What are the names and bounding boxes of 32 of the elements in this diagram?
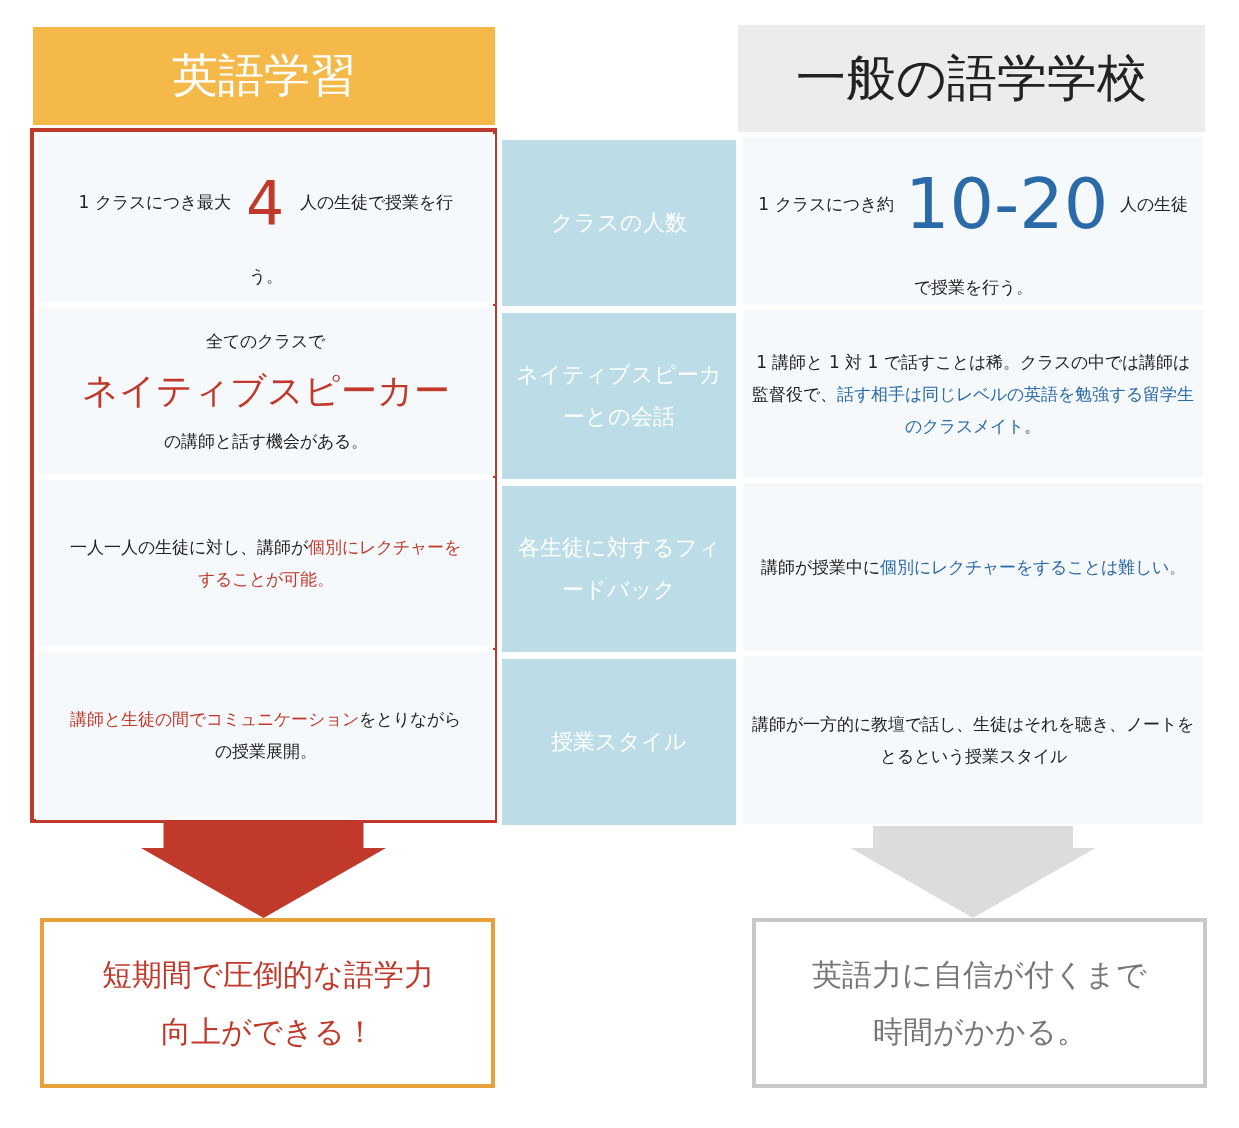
result-box <box>40 918 495 1088</box>
column-header <box>33 27 495 125</box>
highlight-text: ネイティブスピーカー <box>81 368 450 413</box>
category-cell <box>500 484 738 654</box>
cell-text: 全てのクラスで <box>206 329 325 353</box>
result-box <box>752 918 1207 1088</box>
table-cell <box>36 306 495 476</box>
cell-text: 一人一人の生徒に対し、講師が個別にレクチャーをすることが可能。 <box>69 535 462 591</box>
table-cell <box>36 650 495 820</box>
comparison-column <box>30 128 497 823</box>
cell-text: 英語学習 <box>172 47 356 105</box>
cell-text: 講師が一方的に教壇で話し、生徒はそれを聴き、ノートをとるという授業スタイル <box>751 712 1195 768</box>
block-arrow <box>850 826 1096 918</box>
table-cell <box>741 654 1205 826</box>
category-cell <box>500 657 738 827</box>
category-cell <box>500 138 738 308</box>
cell-text: 英語力に自信が付くまで時間がかかる。 <box>811 956 1148 1051</box>
category-cell <box>500 311 738 481</box>
cell-text: 一般の語学学校 <box>796 48 1147 109</box>
cell-text: ネイティブスピーカーとの会話 <box>515 361 723 431</box>
cell-text: 短期間で圧倒的な語学力向上ができる！ <box>100 956 435 1051</box>
block-arrow <box>141 823 386 918</box>
cell-text: 1 講師と 1 対 1 で話すことは稀。クラスの中では講師は監督役で、話す相手は同じレベルの英語を勉強する留学生のクラスメイト。 <box>751 350 1195 439</box>
cell-text: 1 クラスにつき最大 4 人の生徒で授業を行う。 <box>77 166 454 288</box>
cell-text: 各生徒に対するフィードバック <box>516 534 722 604</box>
cell-text: 授業スタイル <box>551 728 687 757</box>
cell-text: 講師と生徒の間でコミュニケーションをとりながらの授業展開。 <box>69 707 462 763</box>
table-cell <box>36 134 495 304</box>
cell-text: の講師と話す機会がある。 <box>163 430 368 454</box>
table-cell <box>36 478 495 648</box>
cell-text: クラスの人数 <box>551 209 687 238</box>
cell-text: 講師が授業中に個別にレクチャーをすることは難しい。 <box>760 555 1186 579</box>
